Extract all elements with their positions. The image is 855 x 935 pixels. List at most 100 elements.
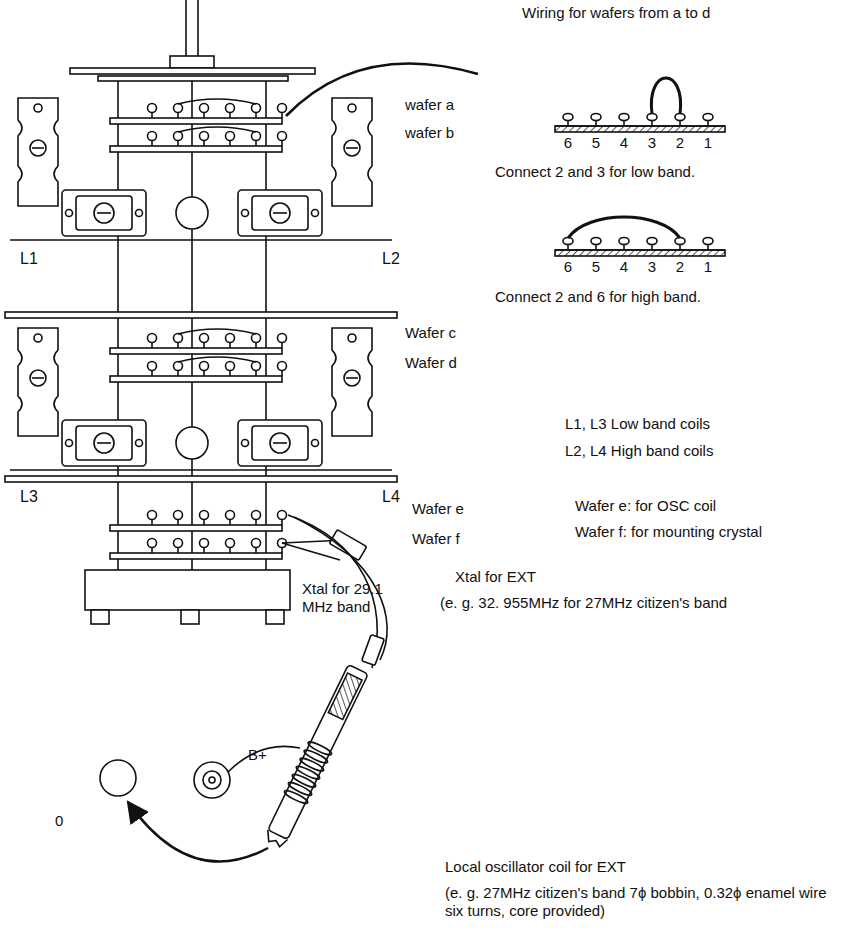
coil-label: L1: [20, 250, 38, 268]
note-text: (e. g. 27MHz citizen's band 7ϕ bobbin, 0…: [445, 884, 845, 920]
jumper-wire: [178, 127, 256, 132]
note-text: Wiring for wafers from a to d: [522, 4, 710, 22]
drawing-part: [268, 664, 368, 839]
solder-lug: [278, 334, 287, 343]
note-text: Xtal for EXT: [455, 568, 536, 586]
drawing-part: [242, 440, 249, 447]
coil-label: L3: [20, 488, 38, 506]
jumper-wire: [178, 357, 256, 362]
solder-lug: [174, 132, 183, 141]
crystal: [362, 634, 385, 665]
jumper-wire: [651, 78, 680, 114]
note-text: (e. g. 32. 955MHz for 27MHz citizen's ba…: [440, 594, 727, 612]
drawing-part: [344, 140, 360, 156]
coil-bracket: [18, 98, 58, 206]
frame-post: [265, 81, 267, 570]
frame-post: [117, 81, 119, 570]
drawing-part: [273, 442, 287, 444]
drawing-part: [30, 370, 46, 386]
deck-plate: [5, 476, 397, 482]
note-text: L1, L3 Low band coils: [565, 415, 710, 433]
deck-plate: [5, 312, 397, 318]
coil-form: [238, 420, 322, 466]
drawing-part: [10, 469, 392, 471]
drawing-part: [273, 212, 287, 214]
solder-lug: [200, 334, 209, 343]
solder-lug: [226, 132, 235, 141]
drawing-part: [348, 334, 356, 342]
drawing-part: [185, 0, 187, 58]
drawing-part: [197, 0, 199, 58]
drawing-part: [263, 830, 287, 849]
jumper-wire: [178, 329, 256, 334]
drawing-part: [344, 370, 360, 386]
wafer-plate: [110, 376, 282, 382]
coil-label: L4: [382, 488, 400, 506]
drawing-part: [34, 104, 42, 112]
leader-line: [286, 63, 478, 116]
mount-nut: [91, 610, 109, 624]
coil-bracket: [332, 328, 372, 436]
solder-lug: [148, 362, 157, 371]
coil-bracket: [18, 328, 58, 436]
solder-lug: [252, 334, 261, 343]
solder-lug: [148, 104, 157, 113]
solder-lug: [675, 238, 685, 245]
solder-lug: [226, 539, 235, 548]
switch-base: [85, 570, 290, 610]
drawing-part: [76, 426, 132, 460]
drawing-part: [346, 147, 358, 149]
drawing-part: [76, 196, 132, 230]
solder-lug: [174, 362, 183, 371]
drawing-part: [346, 377, 358, 379]
solder-lug: [278, 104, 287, 113]
drawing-part: [97, 442, 111, 444]
jumper-wire: [568, 217, 680, 238]
lug-number: 4: [620, 134, 628, 152]
drawing-part: [209, 777, 215, 783]
solder-lug: [252, 132, 261, 141]
wafer-label: Wafer d: [405, 354, 457, 372]
solder-lug: [226, 362, 235, 371]
solder-lug: [174, 334, 183, 343]
solder-lug: [703, 238, 713, 245]
solder-lug: [200, 132, 209, 141]
wafer-plate: [110, 348, 282, 354]
solder-lug: [647, 238, 657, 245]
drawing-part: [94, 203, 114, 223]
drawing-part: [32, 147, 44, 149]
solder-lug: [619, 114, 629, 121]
drawing-part: [348, 104, 356, 112]
drawing-part: [66, 440, 73, 447]
lug-number: 1: [704, 258, 712, 276]
lug-number: 2: [676, 134, 684, 152]
drawing-part: [307, 740, 333, 757]
connect-arrow: [128, 802, 268, 862]
drawing-part: [34, 334, 42, 342]
mount-nut: [266, 610, 284, 624]
solder-lug: [200, 511, 209, 520]
note-text: Xtal for 29.1 MHz band: [302, 580, 402, 616]
jumper-wire: [178, 99, 256, 104]
drawing-part: [312, 440, 319, 447]
drawing-part: [66, 210, 73, 217]
wafer-label: wafer a: [405, 96, 454, 114]
wafer-label: Wafer f: [412, 530, 460, 548]
wafer-plate: [110, 525, 282, 531]
drawing-part: [312, 210, 319, 217]
solder-lug: [174, 104, 183, 113]
solder-lug: [200, 104, 209, 113]
solder-lug: [226, 511, 235, 520]
drawing-part: [98, 76, 288, 81]
note-text: Wafer f: for mounting crystal: [575, 523, 762, 541]
lug-number: 5: [592, 134, 600, 152]
solder-lug: [563, 114, 573, 121]
wafer-label: Wafer c: [405, 324, 456, 342]
ground-terminal: [100, 760, 136, 796]
lug-number: 3: [648, 134, 656, 152]
lug-number: 1: [704, 134, 712, 152]
solder-lug: [148, 539, 157, 548]
solder-lug: [252, 104, 261, 113]
lug-number: 6: [564, 134, 572, 152]
lug-number: 2: [676, 258, 684, 276]
